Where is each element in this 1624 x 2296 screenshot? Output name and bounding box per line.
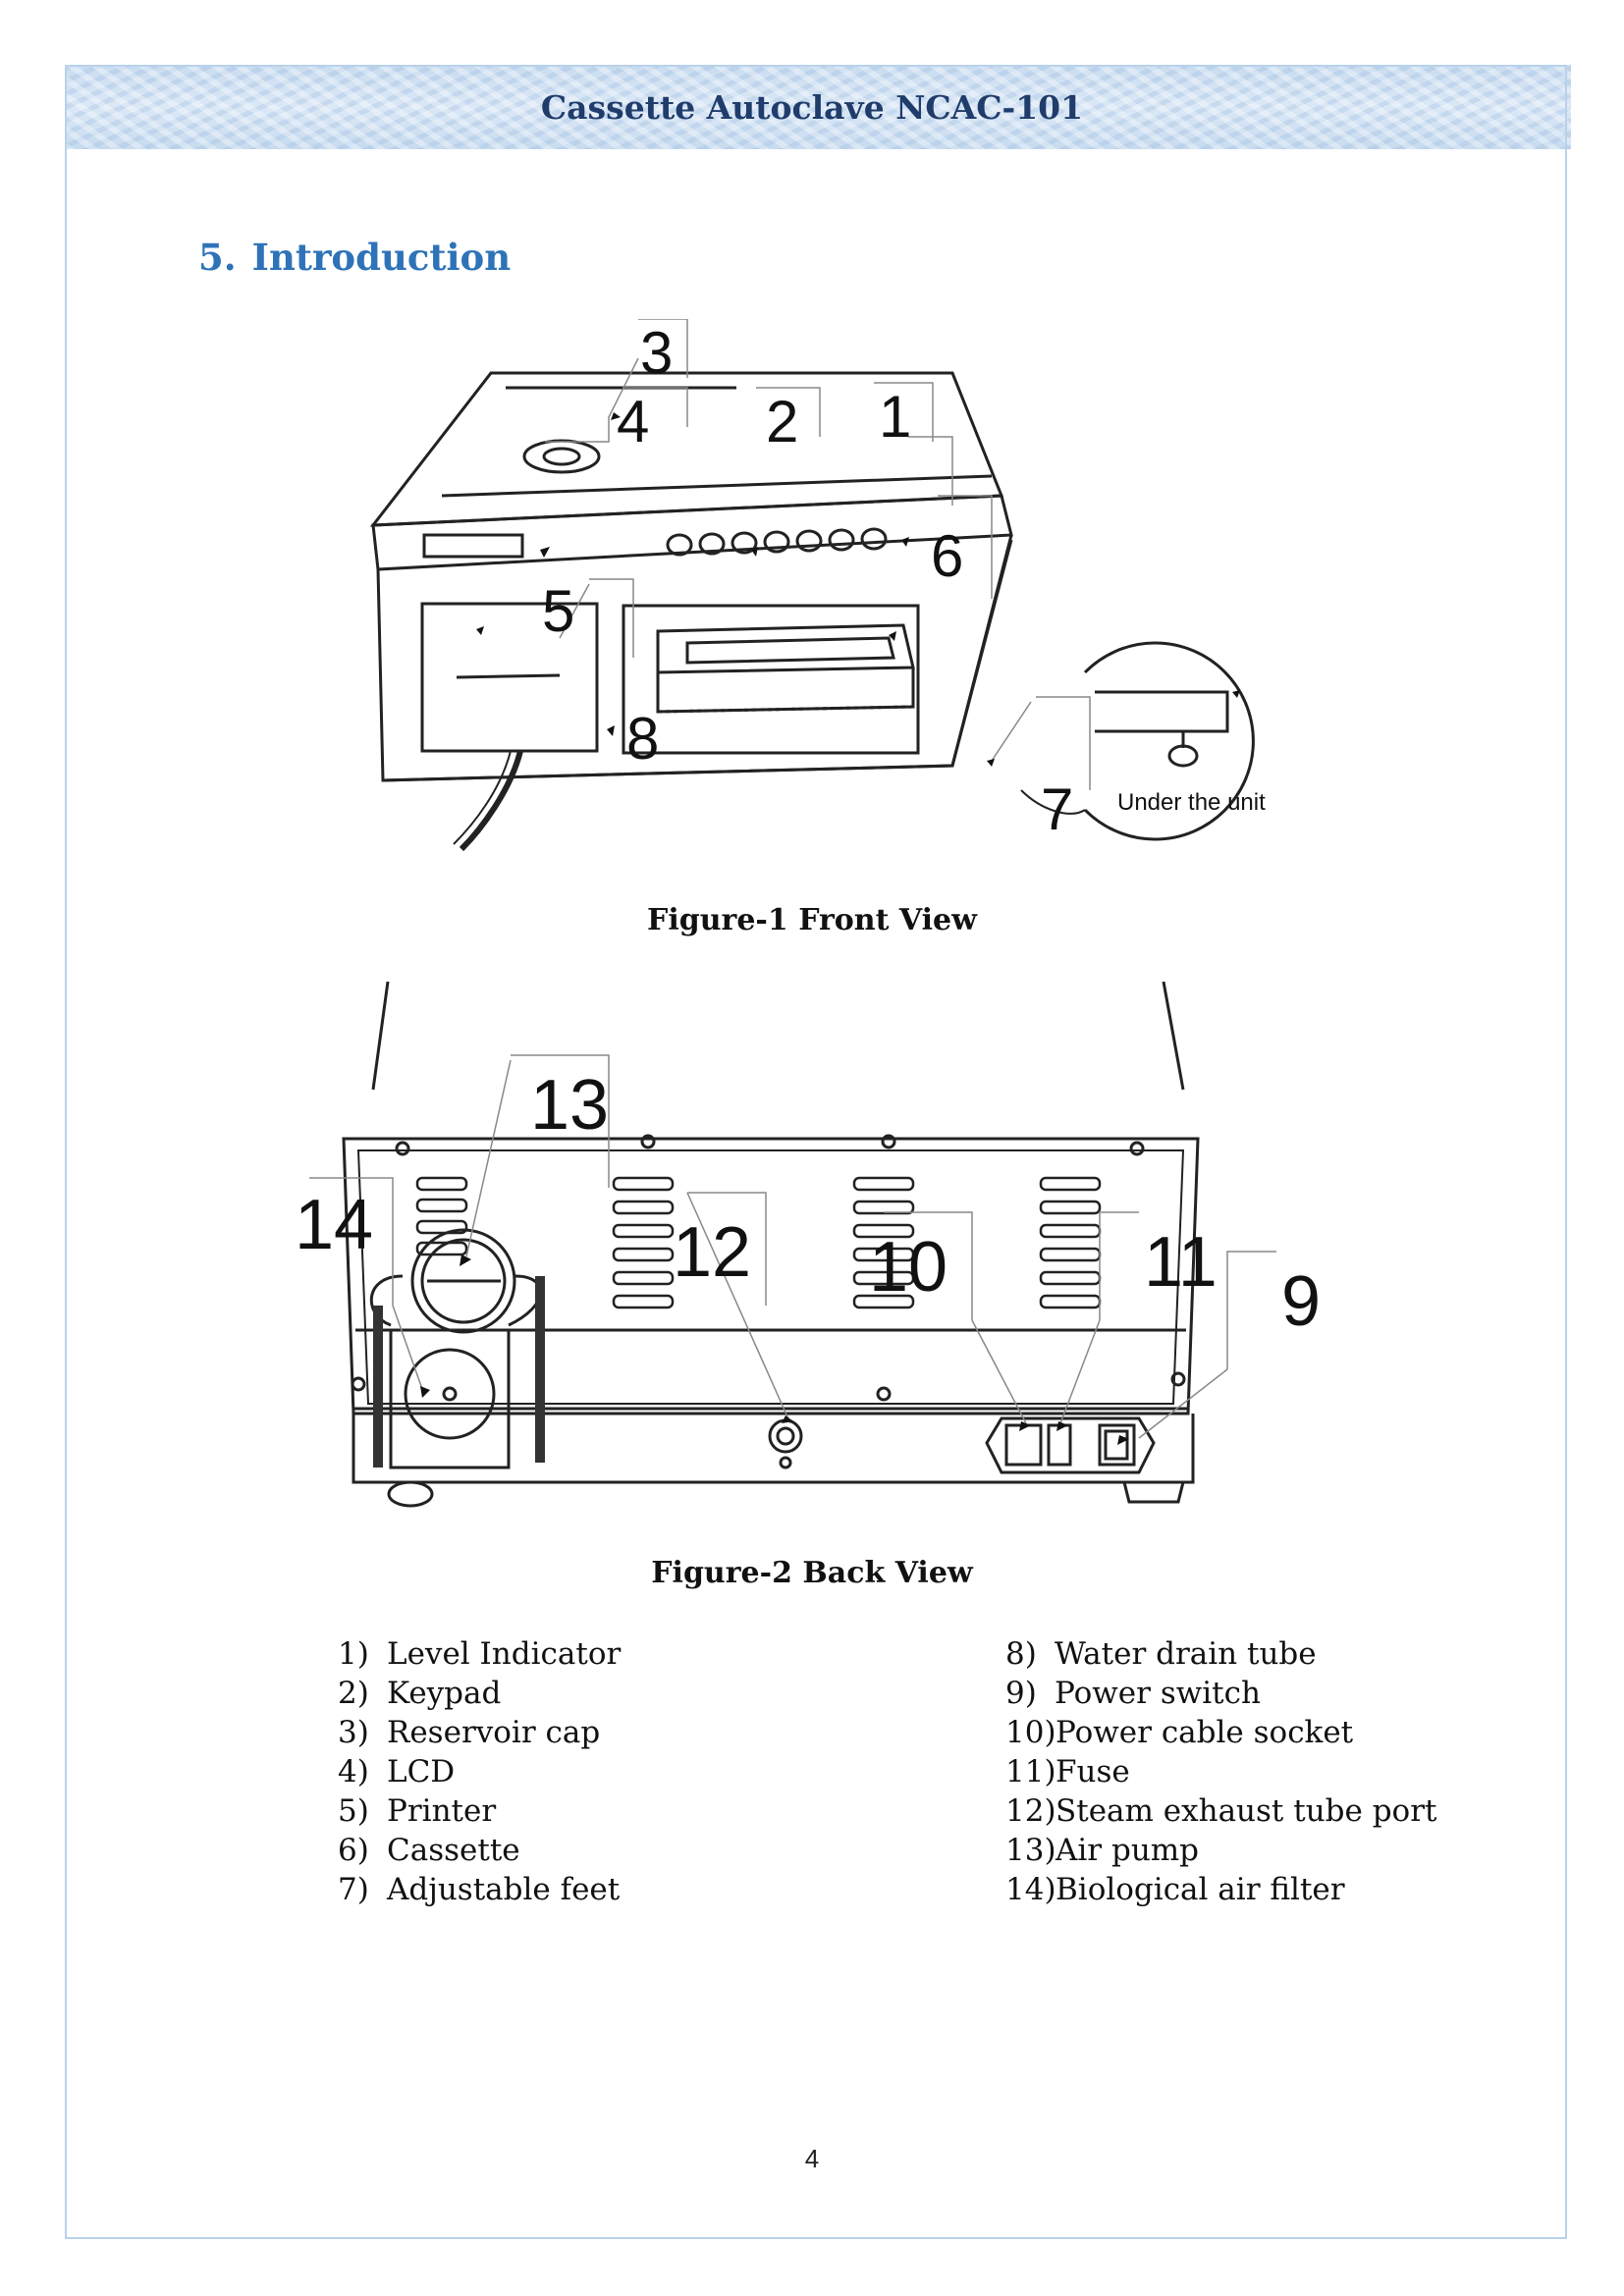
list-item: 10)Power cable socket [1005,1713,1555,1752]
list-item: 11)Fuse [1005,1752,1555,1791]
document-header-title: Cassette Autoclave NCAC-101 [540,88,1084,127]
section-heading: 5. Introduction [198,236,511,279]
item-number: 4) [338,1754,369,1789]
filter-housing-shape [389,1328,511,1469]
lcd-shape [422,533,524,559]
back-view-figure: 13 14 12 10 11 9 [295,982,1355,1526]
callout-11: 11 [1144,1223,1218,1302]
list-item: 13)Air pump [1005,1831,1555,1870]
list-item: 14)Biological air filter [1005,1870,1555,1909]
item-label: Cassette [387,1833,520,1868]
parts-list-right: 8) Water drain tube 9) Power switch 10)Pow… [1005,1634,1555,1909]
inset-label: Under the unit [1117,789,1266,816]
page-frame [65,65,1567,2239]
figure-1-caption: Figure-1 Front View [647,903,977,937]
front-view-drawing: 1 2 3 4 5 6 7 8 Under the unit [369,319,1266,852]
item-number: 8) [1005,1636,1037,1672]
item-label: Adjustable feet [387,1872,621,1907]
air-pump-shape [410,1228,516,1334]
list-item: 6) Cassette [338,1831,888,1870]
callout-8: 8 [626,706,659,772]
list-item: 7) Adjustable feet [338,1870,888,1909]
item-number: 2) [338,1676,369,1711]
item-label: Steam exhaust tube port [1056,1793,1437,1829]
callout-2: 2 [766,389,798,454]
callout-7: 7 [1041,776,1073,842]
item-number: 3) [338,1715,369,1750]
callout-3: 3 [640,320,673,386]
item-label: LCD [387,1754,456,1789]
item-label: Air pump [1056,1833,1200,1868]
figure-2-caption: Figure-2 Back View [651,1556,973,1590]
item-label: Printer [387,1793,497,1829]
header-band [65,65,1571,149]
section-title: Introduction [251,236,512,279]
item-label: Biological air filter [1056,1872,1345,1907]
list-item: 3) Reservoir cap [338,1713,888,1752]
item-label: Power cable socket [1056,1715,1354,1750]
item-number: 14) [1005,1872,1056,1907]
list-item: 2) Keypad [338,1674,888,1713]
item-number: 13) [1005,1833,1056,1868]
item-number: 7) [338,1872,369,1907]
item-label: Level Indicator [387,1636,622,1672]
item-number: 10) [1005,1715,1056,1750]
callout-1: 1 [879,384,911,450]
item-number: 1) [338,1636,369,1672]
list-item: 12)Steam exhaust tube port [1005,1791,1555,1831]
list-item: 9) Power switch [1005,1674,1555,1713]
cassette-shape [656,623,915,674]
item-label: Fuse [1056,1754,1130,1789]
list-item: 4) LCD [338,1752,888,1791]
item-label: Power switch [1055,1676,1261,1711]
item-label: Reservoir cap [387,1715,601,1750]
parts-list-left: 1) Level Indicator 2) Keypad 3) Reservoir c… [338,1634,888,1909]
item-label: Water drain tube [1055,1636,1317,1672]
item-label: Keypad [387,1676,502,1711]
callout-4: 4 [617,389,649,454]
power-block-shape [985,1416,1156,1474]
list-item: 8) Water drain tube [1005,1634,1555,1674]
reservoir-cap-shape [522,439,601,474]
page-number: 4 [804,2144,820,2173]
callout-6: 6 [931,523,963,589]
list-item: 5) Printer [338,1791,888,1831]
callout-5: 5 [542,578,574,644]
item-number: 11) [1005,1754,1056,1789]
front-view-figure: 1 2 3 4 5 6 7 8 Under the unit [363,319,1306,864]
exhaust-port-shape [768,1418,803,1454]
section-number: 5. [198,236,237,279]
item-number: 12) [1005,1793,1056,1829]
callout-12: 12 [673,1213,751,1292]
callout-13: 13 [530,1066,609,1145]
callout-14: 14 [295,1186,373,1264]
back-view-drawing: 13 14 12 10 11 9 [295,982,1321,1508]
item-number: 5) [338,1793,369,1829]
callout-9: 9 [1281,1262,1321,1341]
item-number: 6) [338,1833,369,1868]
list-item: 1) Level Indicator [338,1634,888,1674]
back-panel-outline [342,1137,1200,1415]
item-number: 9) [1005,1676,1037,1711]
callout-10: 10 [869,1228,947,1307]
